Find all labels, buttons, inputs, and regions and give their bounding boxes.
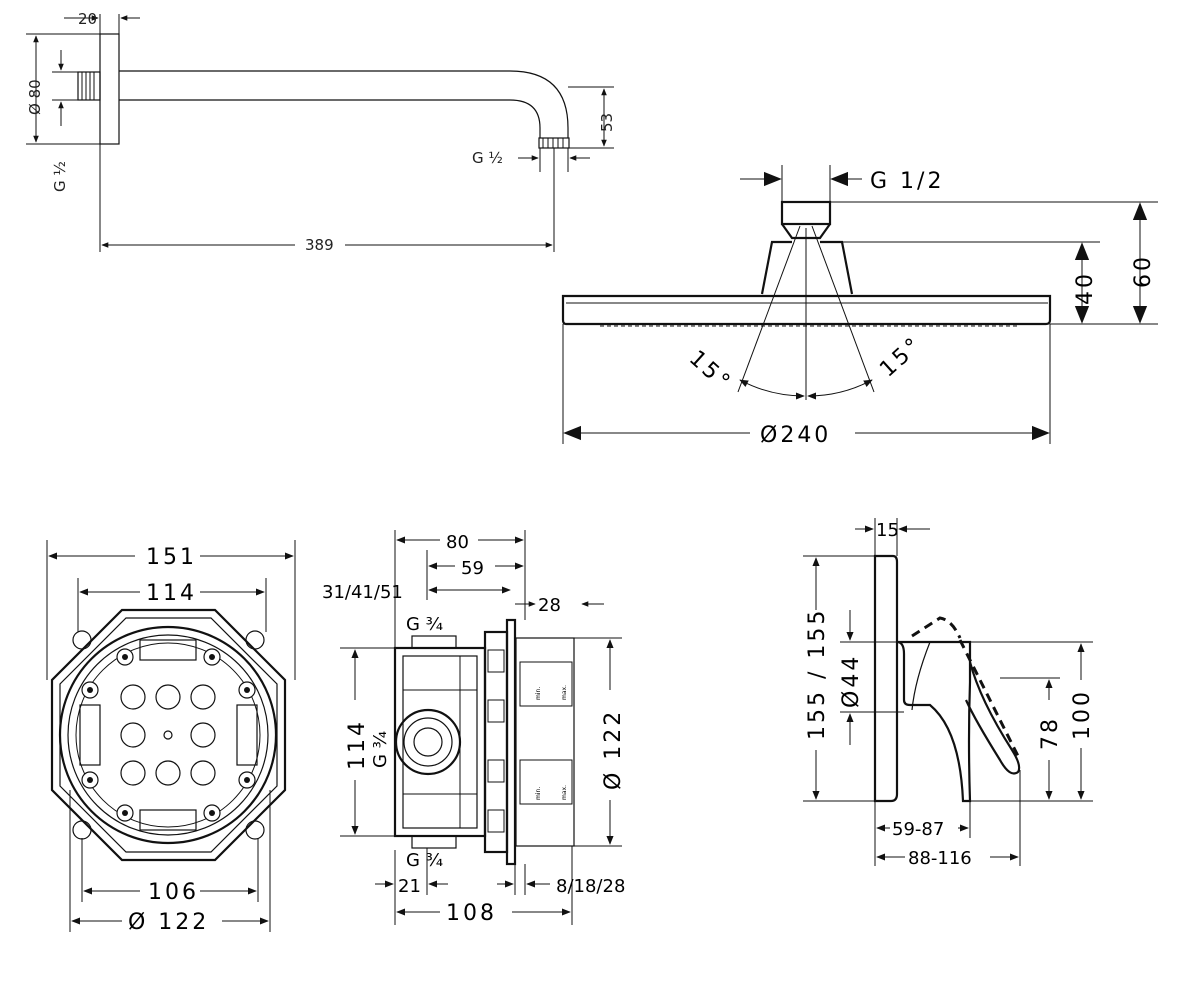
box-front-view: 151 114 106 Ø 122 — [46, 540, 296, 935]
overhead-shower-dimensions — [562, 165, 1158, 444]
box-front-geometry — [50, 608, 287, 862]
label-max-upper: max. — [561, 685, 568, 700]
dim-box-diameter: Ø 122 — [128, 910, 209, 935]
dim-lever-height: 78 — [1038, 716, 1063, 750]
dim-box-width-outer: 151 — [146, 545, 197, 570]
dim-box-depth-59: 59 — [461, 558, 484, 579]
dim-flange-thickness: 20 — [78, 10, 97, 28]
dim-box-21: 21 — [398, 876, 421, 897]
dim-outlet-thread: G ½ — [472, 149, 503, 167]
mixer-side-geometry — [873, 554, 1022, 803]
dim-box-width-inner: 114 — [146, 581, 197, 606]
dim-box-108: 108 — [446, 901, 497, 926]
overhead-shower-view: G 1/2 60 40 15° 15° Ø240 — [561, 165, 1158, 448]
mixer-side-dimensions — [803, 518, 1093, 866]
dim-projection-1: 59-87 — [892, 819, 944, 840]
box-side-view: min. max. min. max. — [322, 530, 626, 926]
dim-box-diameter-122: Ø 122 — [601, 709, 626, 790]
dim-wall-thread: G ½ — [51, 161, 69, 192]
shower-arm-dimensions — [26, 14, 614, 252]
dim-projection-2: 88-116 — [908, 848, 972, 869]
dim-body-diameter: Ø44 — [839, 654, 864, 708]
shower-arm-view: 20 Ø 80 G ½ 53 G ½ 389 — [26, 10, 616, 254]
dim-connection-thread: G 1/2 — [870, 169, 944, 194]
dim-box-settings: 31/41/51 — [322, 582, 403, 603]
box-side-dimensions — [340, 530, 622, 925]
dim-spray-angle-right: 15° — [875, 332, 927, 383]
dim-arm-drop: 53 — [598, 113, 616, 132]
label-min-lower: min. — [535, 787, 542, 800]
dim-plate-height: 155 / 155 — [805, 608, 830, 740]
dim-flange-diameter: Ø 80 — [26, 79, 44, 115]
thread-bottom: G ¾ — [406, 850, 443, 871]
mixer-side-view: 15 155 / 155 Ø44 78 100 59-87 88-116 — [803, 518, 1095, 869]
thread-top: G ¾ — [406, 614, 443, 635]
dim-arm-length: 389 — [305, 236, 334, 254]
thread-middle: G ¾ — [370, 731, 391, 768]
dim-box-28: 28 — [538, 595, 561, 616]
overhead-shower-geometry — [561, 200, 1052, 400]
box-side-geometry — [393, 618, 575, 866]
dim-spray-angle-left: 15° — [684, 346, 736, 397]
dim-body-height: 40 — [1073, 271, 1098, 305]
dim-mixer-body-height: 100 — [1070, 689, 1095, 740]
dim-box-depth-80: 80 — [446, 532, 469, 553]
label-min-upper: min. — [535, 687, 542, 700]
dim-diameter: Ø240 — [760, 423, 831, 448]
dim-plate-thickness: 15 — [876, 520, 899, 541]
shower-arm-geometry — [77, 33, 570, 149]
label-max-lower: max. — [561, 785, 568, 800]
dim-box-hole-spacing: 106 — [148, 880, 199, 905]
dim-box-8-18-28: 8/18/28 — [556, 876, 625, 897]
dim-box-height-114: 114 — [345, 719, 370, 770]
box-front-dimensions — [46, 540, 296, 932]
dim-total-height: 60 — [1131, 254, 1156, 288]
